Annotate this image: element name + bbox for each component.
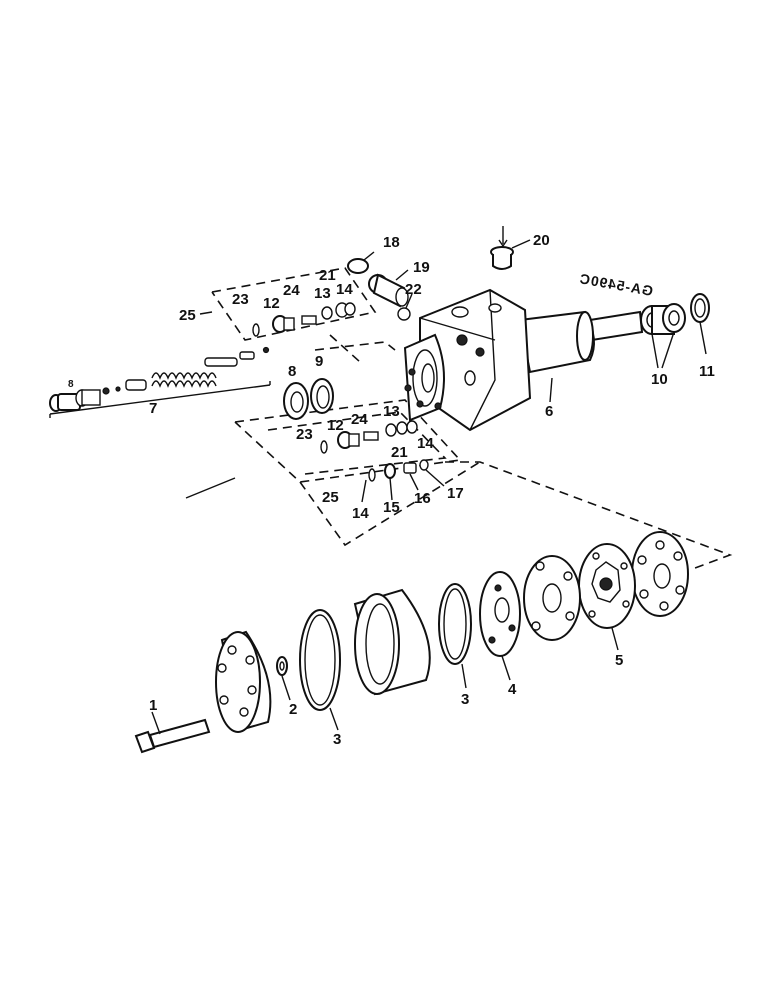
callout-24b: 24	[351, 411, 368, 428]
motor-housing-6	[403, 288, 644, 432]
end-cap	[215, 630, 272, 733]
callout-22: 22	[405, 281, 422, 298]
callout-2: 2	[289, 701, 297, 718]
upper-kit-parts	[252, 302, 356, 337]
callout-21a: 21	[319, 267, 336, 284]
ring-11	[690, 293, 710, 323]
callout-25a: 25	[179, 307, 196, 324]
washer-2	[276, 656, 288, 676]
callout-3b: 3	[461, 691, 469, 708]
callout-13b: 13	[383, 403, 400, 420]
callout-4: 4	[508, 681, 517, 698]
gerotor-5	[578, 543, 636, 629]
leader-lines	[151, 239, 707, 735]
callout-14c: 14	[352, 505, 369, 522]
assembly-outline	[445, 461, 733, 569]
callout-24a: 24	[283, 282, 300, 299]
fitting-19	[368, 273, 409, 308]
callout-5: 5	[615, 652, 623, 669]
plug-20	[490, 226, 514, 270]
spacer-plate	[523, 555, 581, 641]
callout-10: 10	[651, 371, 668, 388]
callout-12a: 12	[263, 295, 280, 312]
upper-seal-kit-box	[211, 267, 396, 363]
callout-6: 6	[545, 403, 553, 420]
callout-8-small: 8	[68, 379, 74, 390]
callout-13a: 13	[314, 285, 331, 302]
housing-ring	[353, 588, 431, 696]
callout-19: 19	[413, 259, 430, 276]
o-ring-18	[347, 258, 369, 274]
callout-23b: 23	[296, 426, 313, 443]
callout-20: 20	[533, 232, 550, 249]
bearings-10	[640, 303, 686, 335]
callout-25b: 25	[322, 489, 339, 506]
callout-14a: 14	[336, 281, 353, 298]
o-ring-3-left	[299, 609, 341, 711]
plate-4	[479, 571, 521, 657]
callout-3a: 3	[333, 731, 341, 748]
seal-9	[310, 378, 334, 414]
bolt-1	[134, 718, 211, 754]
end-plate-right	[631, 531, 689, 617]
callout-15: 15	[383, 499, 400, 516]
callout-numbers: 1 2 3 3 3 4 5 6 7 8 9 10 11 12 12 13 13 …	[68, 232, 715, 748]
drawing-code: GA-5490C	[578, 270, 655, 299]
callout-17: 17	[447, 485, 464, 502]
callout-14b: 14	[417, 435, 434, 452]
callout-18: 18	[383, 234, 400, 251]
callout-16: 16	[414, 490, 431, 507]
o-ring-3-right	[438, 583, 472, 665]
callout-23a: 23	[232, 291, 249, 308]
callout-21b: 21	[391, 444, 408, 461]
o-ring-22	[397, 307, 411, 321]
callout-1: 1	[149, 697, 157, 714]
assembly-outline-lower	[299, 461, 481, 547]
callout-7: 7	[149, 400, 157, 417]
relief-valve-assembly	[49, 346, 271, 418]
callout-12b: 12	[327, 417, 344, 434]
lower-seal-kit-box	[234, 399, 462, 483]
callout-9: 9	[315, 353, 323, 370]
callout-11: 11	[699, 363, 715, 380]
seal-8	[283, 382, 309, 420]
callout-8: 8	[288, 363, 296, 380]
lower-kit-parts	[320, 420, 429, 482]
